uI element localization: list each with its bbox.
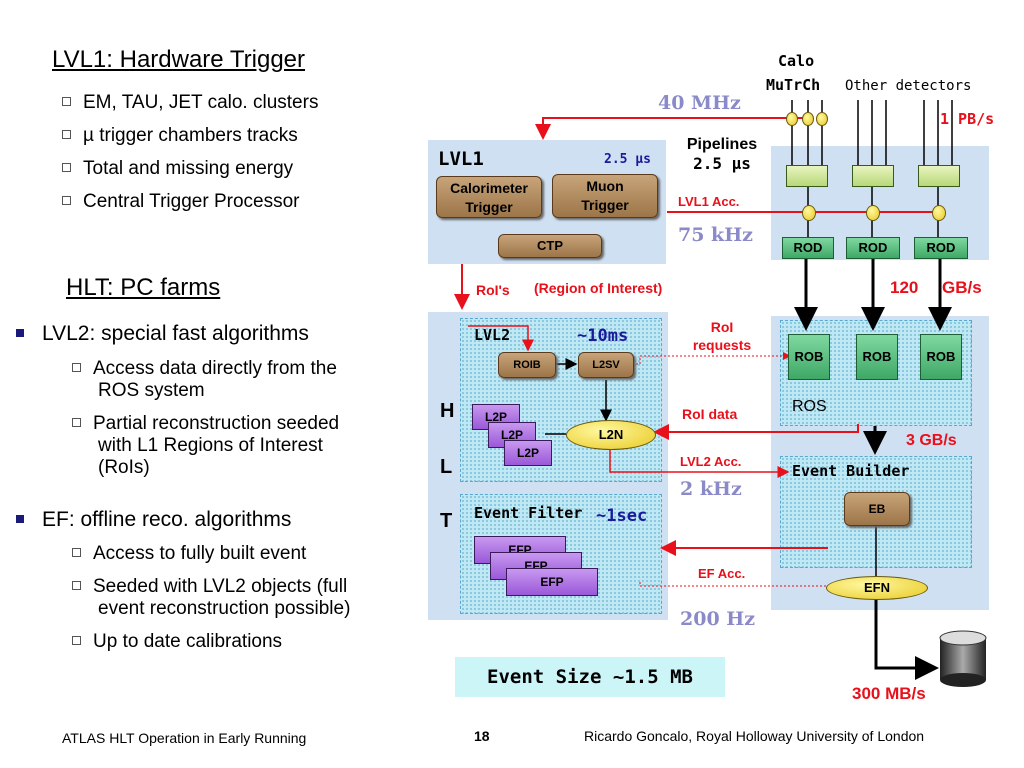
event-filter-label: Event Filter [474, 504, 583, 522]
rate-2khz: 2 kHz [680, 478, 742, 500]
rod-box: ROD [782, 237, 834, 259]
footer-right: Ricardo Goncalo, Royal Holloway Universi… [584, 728, 925, 744]
list-item: Seeded with LVL2 objects (full [72, 576, 350, 598]
rois-label: RoI's [476, 282, 510, 298]
lvl2-area [460, 318, 662, 482]
rate-300mbs: 300 MB/s [852, 684, 926, 703]
ef-list: Access to fully built event Seeded with … [72, 543, 350, 653]
list-item: ROS system [98, 380, 205, 401]
rate-gbs: GB/s [942, 278, 982, 297]
junction-dot [932, 205, 946, 221]
roi-requests-label: RoI requests [692, 319, 752, 353]
roi-data-label: RoI data [682, 406, 738, 422]
list-item: EM, TAU, JET calo. clusters [62, 92, 318, 125]
junction-dot [866, 205, 880, 221]
efn-node: EFN [826, 576, 928, 600]
page-number: 18 [474, 728, 490, 744]
lvl1-latency: 2.5 µs [604, 152, 651, 167]
list-item: Central Trigger Processor [62, 191, 318, 224]
lvl2-label: LVL2 [474, 326, 511, 344]
rate-40mhz: 40 MHz [658, 92, 741, 114]
rob-box: ROB [788, 334, 830, 380]
efp-box: EFP [506, 568, 598, 596]
list-item: event reconstruction possible) [98, 598, 351, 619]
event-builder-label: Event Builder [792, 462, 910, 480]
other-detectors-label: Other detectors [845, 78, 972, 94]
efp-box: EFP [474, 536, 566, 564]
pipelines-label: Pipelines 2.5 µs [686, 136, 758, 173]
list-item: Up to date calibrations [72, 631, 350, 653]
list-item: (RoIs) [98, 457, 150, 478]
ef-acc-label: EF Acc. [698, 566, 746, 581]
lvl1-list: EM, TAU, JET calo. clusters µ trigger ch… [62, 92, 318, 224]
rate-75khz: 75 kHz [678, 224, 753, 246]
lvl1-title: LVL1: Hardware Trigger [52, 46, 306, 73]
list-item: µ trigger chambers tracks [62, 125, 318, 158]
list-item: Access data directly from the [72, 358, 339, 380]
rob-box: ROB [856, 334, 898, 380]
calorimeter-trigger-box: Calorimeter Trigger [436, 176, 542, 218]
rate-3gbs: 3 GB/s [906, 432, 957, 449]
list-item: with L1 Regions of Interest [98, 435, 323, 456]
eb-box: EB [844, 492, 910, 526]
junction-dot [802, 112, 814, 126]
footer-left: ATLAS HLT Operation in Early Running [62, 730, 307, 746]
muon-trigger-box: Muon Trigger [552, 174, 658, 218]
junction-dot [786, 112, 798, 126]
lvl2-time: ~10ms [577, 326, 629, 346]
lvl1-acc-label: LVL1 Acc. [678, 194, 740, 209]
rate-120: 120 [890, 278, 919, 297]
mutrch-label: MuTrCh [766, 76, 821, 94]
hlt-letter-t: T [440, 510, 453, 532]
calo-label: Calo [778, 52, 815, 70]
l2n-node: L2N [566, 420, 656, 450]
region-of-interest-label: (Region of Interest) [534, 280, 663, 296]
ctp-box: CTP [498, 234, 602, 258]
rate-1pbs: 1 PB/s [940, 110, 995, 128]
ef-heading: EF: offline reco. algorithms [16, 508, 291, 532]
hlt-title: HLT: PC farms [66, 274, 221, 301]
list-item: Access to fully built event [72, 543, 350, 565]
rate-200hz: 200 Hz [680, 608, 756, 630]
lvl1-label: LVL1 [438, 148, 484, 170]
lvl2-heading: LVL2: special fast algorithms [16, 322, 309, 346]
ros-label: ROS [792, 398, 827, 415]
event-size-box: Event Size ~1.5 MB [455, 657, 725, 697]
storage-disk-icon [939, 630, 987, 687]
lvl2-list: Access data directly from the ROS system… [72, 358, 339, 479]
rod-box: ROD [914, 237, 968, 259]
list-item: Total and missing energy [62, 158, 318, 191]
junction-dot [802, 205, 816, 221]
roib-box: ROIB [498, 352, 556, 378]
junction-dot [816, 112, 828, 126]
ef-time: ~1sec [596, 506, 648, 526]
l2p-box: L2P [504, 440, 552, 466]
hlt-letter-l: L [440, 456, 453, 478]
lvl2-acc-label: LVL2 Acc. [680, 454, 742, 469]
l2sv-box: L2SV [578, 352, 634, 378]
pipeline-box [786, 165, 828, 187]
list-item: Partial reconstruction seeded [72, 413, 339, 435]
rob-box: ROB [920, 334, 962, 380]
rod-box: ROD [846, 237, 900, 259]
hlt-letter-h: H [440, 400, 455, 422]
pipeline-box [852, 165, 894, 187]
pipeline-box [918, 165, 960, 187]
